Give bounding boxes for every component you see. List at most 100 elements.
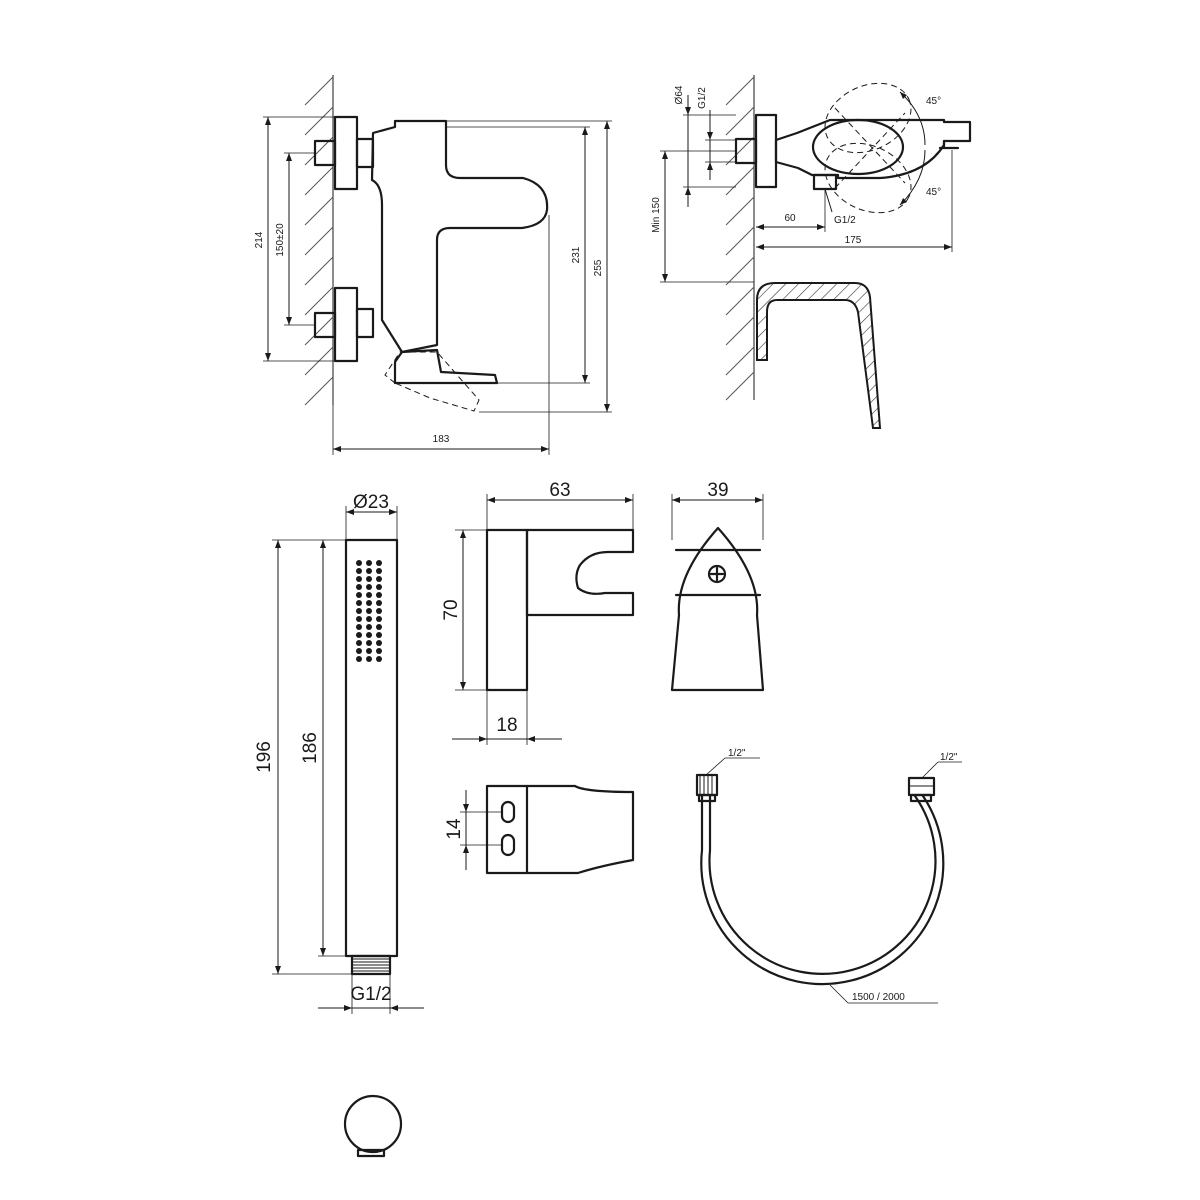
spray-nozzle — [376, 632, 382, 638]
holder-mount-slot-upper — [500, 800, 516, 824]
holder-side-dimensions — [671, 494, 764, 540]
hose-outer — [700, 794, 945, 986]
hose-nut-left — [695, 773, 719, 803]
spray-nozzle — [376, 624, 382, 630]
front-lever — [393, 348, 499, 385]
dim-diameter-23: Ø23 — [353, 492, 389, 513]
spray-nozzle — [376, 560, 382, 566]
dim-thread-g12: G1/2 — [350, 984, 391, 1005]
dim-angle-down: 45° — [926, 187, 941, 198]
spray-nozzle — [356, 600, 362, 606]
spray-nozzle — [376, 640, 382, 646]
spray-nozzle — [376, 600, 382, 606]
side-lever-alt-positions — [824, 82, 912, 214]
holder-wall-plate — [485, 528, 529, 692]
spray-nozzle — [376, 648, 382, 654]
holder-front-dimensions — [452, 494, 634, 745]
spray-nozzle — [366, 584, 372, 590]
front-inlet-upper — [313, 115, 375, 191]
dim-thread-top: G1/2 — [697, 87, 708, 109]
dim-holder-height: 70 — [441, 599, 462, 620]
front-dimensions — [263, 116, 612, 455]
hose-view: 1/2" 1/2" 1500 / 2000 — [695, 748, 962, 1004]
side-mixer-body — [774, 118, 972, 180]
side-dimensions — [660, 95, 953, 283]
spray-nozzle — [366, 560, 372, 566]
side-wall-hatch — [725, 76, 755, 401]
dim-hole-spacing: 14 — [444, 818, 465, 840]
spray-nozzle — [366, 648, 372, 654]
side-lever-section — [756, 282, 882, 429]
hand-shower-thread — [350, 954, 392, 976]
dim-min-height: Min 150 — [651, 197, 662, 233]
hand-shower-end-view — [343, 1094, 403, 1158]
holder-clamp — [525, 528, 635, 617]
spray-nozzle — [376, 656, 382, 662]
dim-holder-depth: 39 — [707, 480, 728, 501]
dim-inlet-spacing: 150±20 — [275, 223, 286, 257]
spray-nozzle — [366, 616, 372, 622]
front-view: 214 150±20 231 255 183 — [254, 75, 612, 455]
spray-nozzle — [366, 608, 372, 614]
side-angle-arcs — [899, 91, 926, 206]
dim-angle-up: 45° — [926, 96, 941, 107]
side-lever-disc — [811, 118, 905, 176]
spray-nozzle — [376, 616, 382, 622]
holder-back-body — [485, 784, 635, 875]
spray-nozzle — [356, 640, 362, 646]
dim-height-total: 214 — [254, 231, 265, 248]
spray-nozzle — [356, 616, 362, 622]
hose-leaders — [705, 757, 962, 1004]
hand-shower-dimensions — [272, 506, 424, 1014]
hand-shower-view: Ø23 196 186 G1/2 — [254, 492, 424, 1158]
dim-offset-60: 60 — [784, 213, 796, 224]
dim-length-175: 175 — [845, 235, 862, 246]
hose-nut-right — [907, 776, 936, 803]
dim-height-mid: 231 — [571, 246, 582, 263]
spray-nozzle — [356, 656, 362, 662]
spray-nozzle — [376, 584, 382, 590]
dim-hose-end-right: 1/2" — [940, 752, 958, 763]
side-bottom-outlet — [812, 173, 838, 191]
spray-nozzle — [366, 592, 372, 598]
dim-hose-end-left: 1/2" — [728, 748, 746, 759]
dim-hose-length: 1500 / 2000 — [852, 992, 905, 1003]
spray-nozzle — [356, 568, 362, 574]
spray-nozzle — [356, 592, 362, 598]
holder-front-view: 63 70 18 — [441, 480, 635, 745]
holder-screw-icon — [707, 564, 727, 584]
dim-holder-width: 63 — [549, 480, 570, 501]
spray-nozzle — [376, 576, 382, 582]
dim-depth: 183 — [433, 434, 450, 445]
side-rosette — [754, 113, 778, 189]
hand-shower-nozzles — [356, 560, 382, 662]
side-view: Ø64 G1/2 Min 150 60 G1/2 175 45° 45° — [651, 75, 972, 429]
front-wall-hatch — [304, 76, 334, 406]
spray-nozzle — [366, 600, 372, 606]
holder-back-dimensions — [460, 790, 502, 870]
holder-side-body — [670, 526, 765, 692]
spray-nozzle — [356, 632, 362, 638]
spray-nozzle — [356, 624, 362, 630]
spray-nozzle — [366, 568, 372, 574]
front-mixer-body — [370, 119, 549, 354]
spray-nozzle — [366, 656, 372, 662]
spray-nozzle — [366, 640, 372, 646]
hose-inner — [708, 794, 937, 975]
dim-thread-bottom: G1/2 — [834, 215, 856, 226]
spray-nozzle — [356, 560, 362, 566]
holder-side-view: 39 — [670, 480, 765, 692]
spray-nozzle — [356, 648, 362, 654]
holder-back-view: 14 — [444, 784, 635, 875]
dim-holder-base: 18 — [496, 715, 517, 736]
spray-nozzle — [366, 632, 372, 638]
spray-nozzle — [356, 584, 362, 590]
spray-nozzle — [356, 608, 362, 614]
spray-nozzle — [366, 624, 372, 630]
front-lever-alt-position — [384, 351, 480, 412]
dim-length-186: 186 — [300, 732, 321, 764]
spray-nozzle — [366, 576, 372, 582]
side-inlet — [734, 137, 758, 165]
dim-diameter-64: Ø64 — [674, 85, 685, 104]
